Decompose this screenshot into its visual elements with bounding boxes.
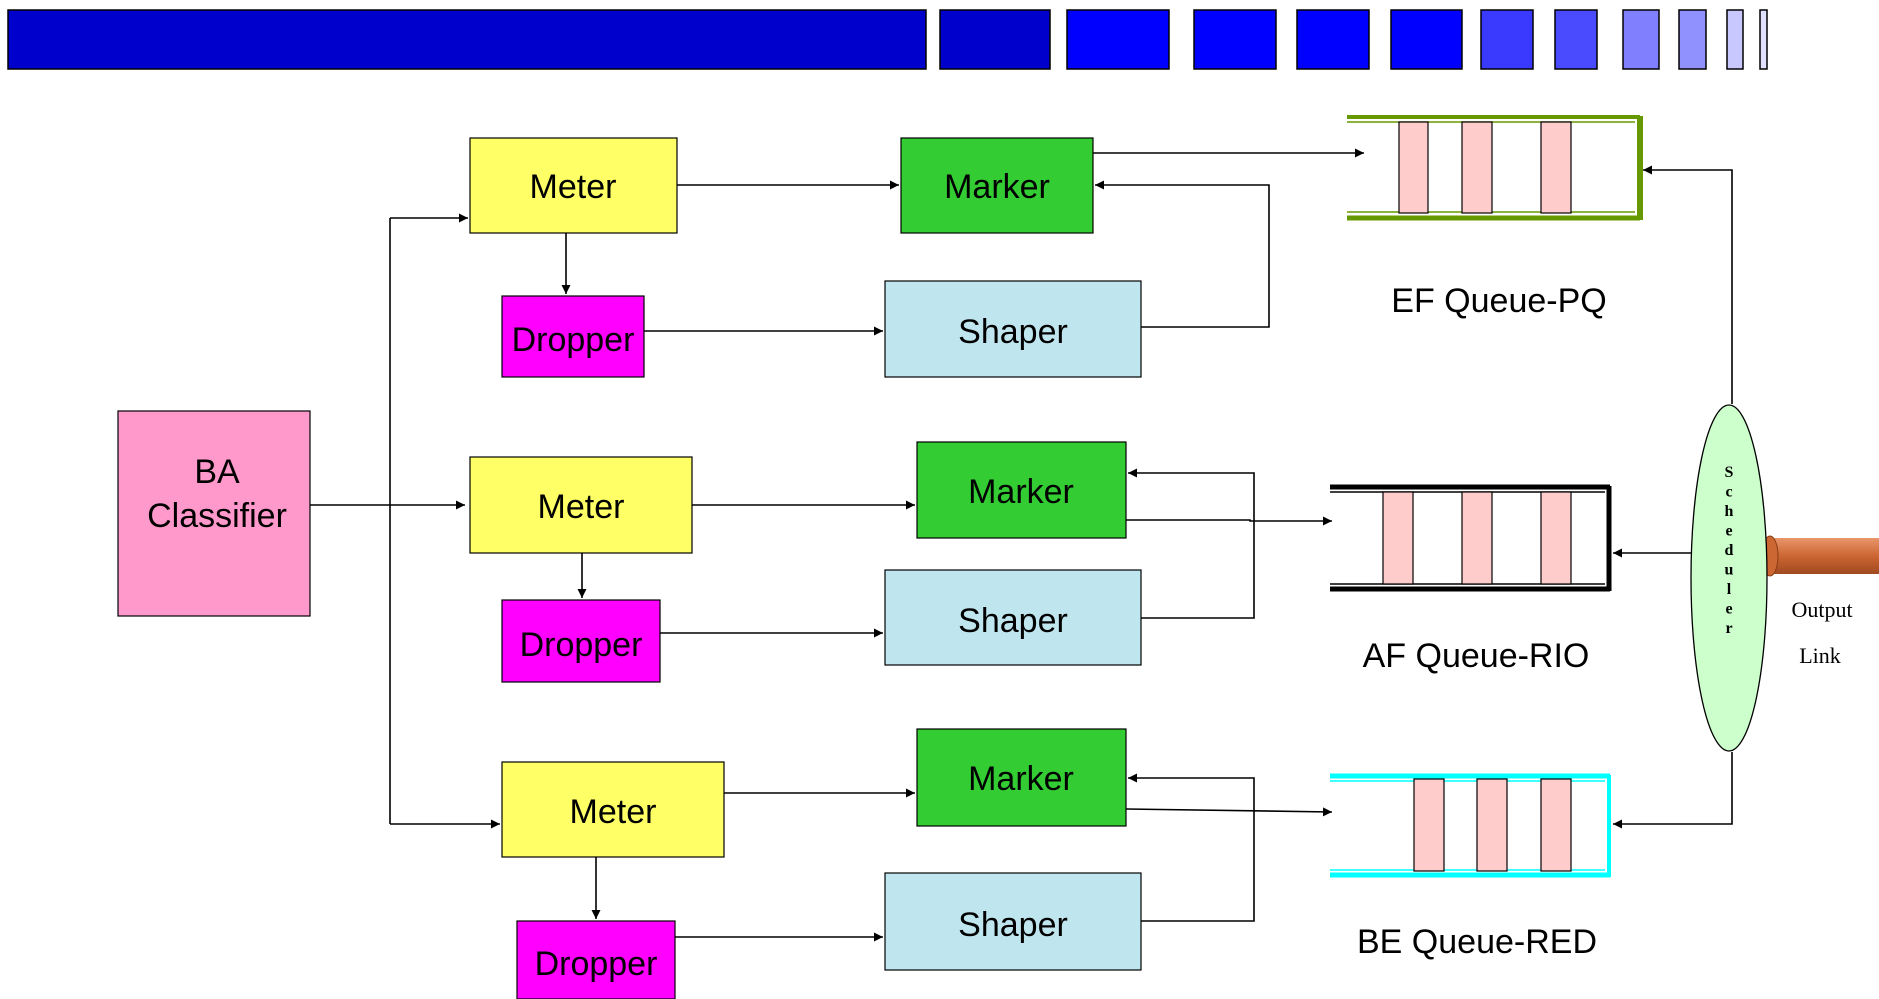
scheduler-letter: u [1725,562,1734,579]
scheduler-letter: d [1725,542,1734,559]
output-link-label-line2: Link [1799,643,1841,668]
shaper-label: Shaper [958,602,1068,640]
scheduler-letter: S [1725,464,1734,481]
classifier-label-line2: Classifier [147,497,287,535]
scheduler-letter: r [1725,620,1732,637]
meter-label: Meter [530,168,617,206]
packet [1541,779,1571,871]
meter-label: Meter [570,793,657,831]
shaper-label: Shaper [958,906,1068,944]
banner-segment [1679,10,1706,69]
packet [1477,779,1507,871]
queue-label: AF Queue-RIO [1363,637,1590,675]
marker-label: Marker [968,473,1074,511]
banner-segment [1760,10,1767,69]
scheduler-letter: e [1725,601,1732,618]
queue-label: EF Queue-PQ [1391,282,1606,320]
scheduler-letter: h [1725,503,1734,520]
meter-label: Meter [538,488,625,526]
banner-segment [8,10,926,69]
title-banner [8,10,1767,69]
output-link [1762,536,1879,576]
shaper-label: Shaper [958,313,1068,351]
be-queue: BE Queue-RED [1330,775,1610,961]
marker-label: Marker [968,760,1074,798]
dropper-label: Dropper [535,945,658,983]
packet [1399,122,1428,213]
be-conditioner: Meter Marker Dropper Shaper [502,729,1332,999]
banner-segment [1555,10,1597,69]
banner-segment [1297,10,1369,69]
ef-conditioner: Meter Marker Dropper Shaper [470,138,1364,377]
banner-segment [1194,10,1276,69]
queue-label: BE Queue-RED [1357,923,1597,961]
packet [1541,122,1571,213]
scheduler-letter: c [1725,484,1732,501]
banner-segment [1727,10,1743,69]
dropper-label: Dropper [512,321,635,359]
output-link-label-line1: Output [1791,597,1852,622]
banner-segment [1067,10,1169,69]
banner-segment [1481,10,1533,69]
packet [1541,492,1571,584]
packet [1414,779,1444,871]
packet [1383,492,1413,584]
ba-classifier: BA Classifier [118,411,310,616]
packet [1462,492,1492,584]
scheduler-letter: e [1725,523,1732,540]
ef-queue: EF Queue-PQ [1347,116,1640,320]
dropper-label: Dropper [520,626,643,664]
classifier-label-line1: BA [194,453,240,491]
banner-segment [1391,10,1462,69]
banner-segment [940,10,1050,69]
marker-label: Marker [944,168,1050,206]
packet [1462,122,1492,213]
af-queue: AF Queue-RIO [1330,486,1610,675]
scheduler-letter: l [1727,581,1732,598]
af-conditioner: Meter Marker Dropper Shaper [470,442,1332,682]
banner-segment [1623,10,1659,69]
